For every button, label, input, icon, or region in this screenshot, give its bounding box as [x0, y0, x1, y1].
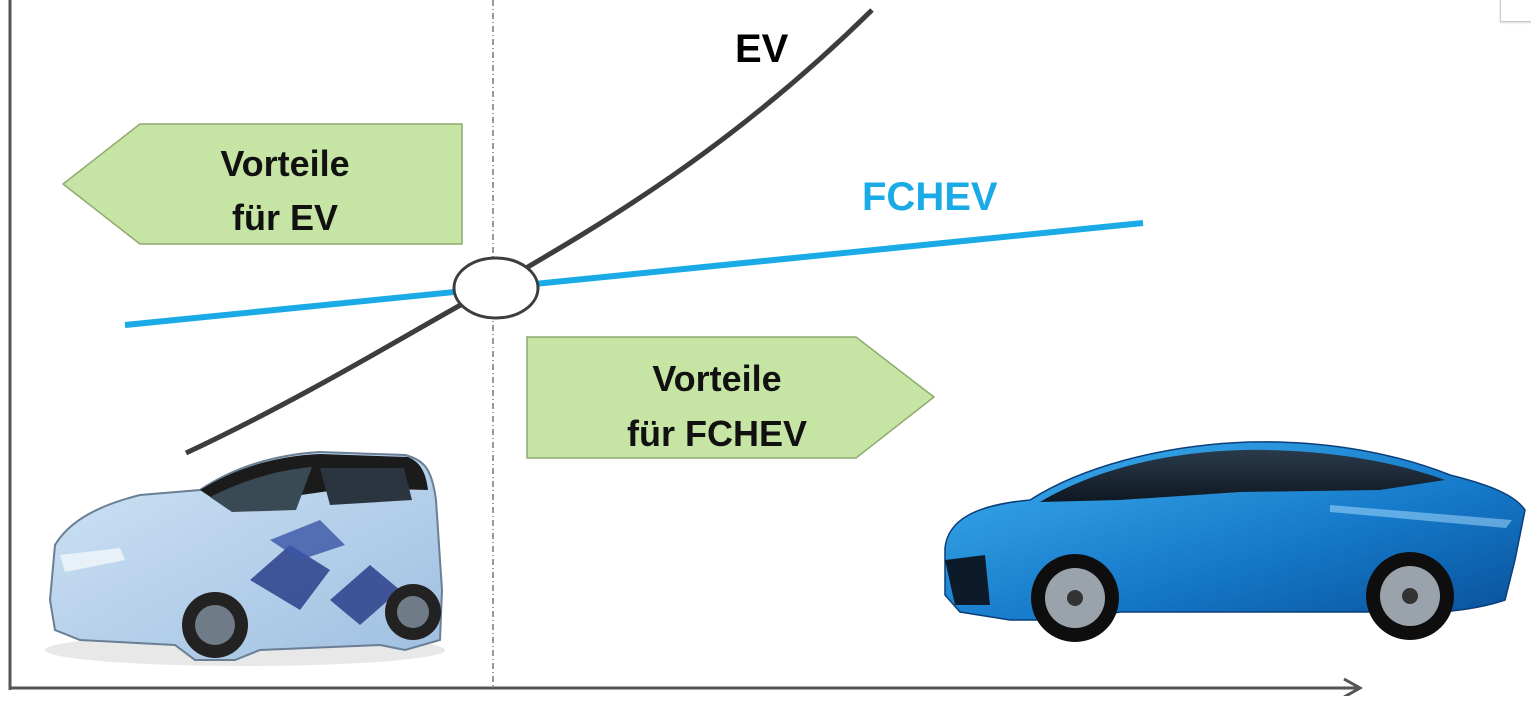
fchev-curve — [124, 220, 1144, 328]
fchev-advantage-line1: Vorteile — [652, 358, 781, 399]
fchev-advantage-box: Vorteile für FCHEV — [526, 336, 936, 459]
axes — [8, 0, 1364, 699]
ev-curve-label: EV — [735, 27, 789, 71]
small-ev-car-image — [45, 450, 445, 666]
ev-advantage-line2: für EV — [232, 197, 338, 238]
fuel-cell-sedan-image — [937, 440, 1527, 642]
fchev-advantage-line2: für FCHEV — [627, 413, 807, 454]
fchev-curve-label: FCHEV — [862, 175, 998, 219]
x-axis-arrowhead — [1343, 677, 1364, 699]
intersection-marker — [452, 256, 540, 320]
corner-tab — [1500, 0, 1531, 22]
ev-advantage-box: Vorteile für EV — [61, 123, 463, 245]
ev-advantage-line1: Vorteile — [220, 143, 349, 184]
